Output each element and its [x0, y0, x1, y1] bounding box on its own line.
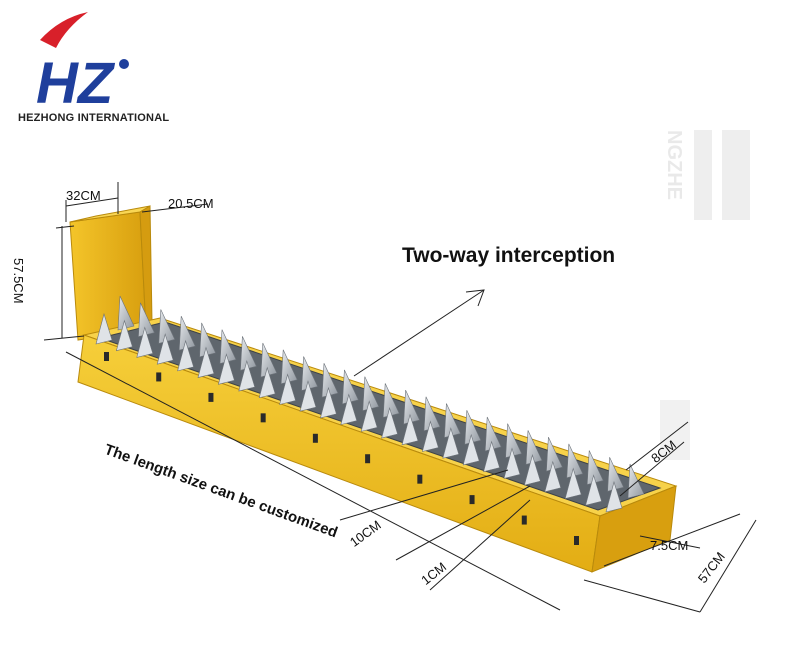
- spike: [360, 400, 378, 432]
- company-name: HEZHONG INTERNATIONAL: [18, 112, 170, 124]
- housing-slot: [521, 515, 527, 525]
- spike: [442, 427, 460, 459]
- spike: [299, 380, 317, 412]
- spike: [627, 463, 645, 499]
- housing-slot: [574, 536, 579, 545]
- spike: [462, 433, 480, 466]
- spike: [217, 353, 235, 385]
- spike: [177, 339, 194, 372]
- dim-box-depth: 20.5CM: [168, 196, 214, 211]
- housing-slot: [104, 352, 109, 361]
- spike: [401, 413, 419, 446]
- spike: [258, 366, 276, 399]
- spike: [605, 480, 623, 513]
- housing-slot: [312, 433, 318, 443]
- housing-slot: [469, 495, 475, 505]
- spike: [523, 454, 541, 486]
- svg-text:NGZHE: NGZHE: [663, 130, 685, 200]
- housing-slot: [417, 474, 423, 484]
- spike: [340, 393, 358, 426]
- spike: [238, 359, 256, 392]
- dim-box-height: 57.5CM: [11, 258, 26, 304]
- spike: [115, 319, 133, 352]
- housing-slot: [208, 392, 214, 402]
- spike: [585, 474, 602, 506]
- spike: [421, 420, 439, 452]
- spike: [95, 312, 113, 345]
- spike: [319, 386, 337, 419]
- housing-slot: [260, 413, 266, 423]
- spike: [136, 326, 154, 358]
- dim-base-height: 7.5CM: [650, 538, 689, 553]
- spike-row: [95, 295, 645, 513]
- spike: [197, 346, 215, 379]
- spike: [156, 333, 174, 365]
- spike: [564, 467, 582, 499]
- dimension-lines: [43, 182, 757, 613]
- spike: [483, 440, 500, 473]
- hz-logo-mark: HZ: [36, 12, 129, 116]
- dim-box-width: 32CM: [66, 188, 101, 203]
- housing-slots: [104, 352, 579, 545]
- spike: [381, 406, 398, 439]
- housing-slot: [156, 372, 162, 382]
- svg-text:HZ: HZ: [36, 51, 116, 116]
- spike: [279, 373, 296, 405]
- watermark-icon: NGZHE: [660, 130, 750, 460]
- spike: [544, 460, 562, 493]
- spike: [503, 447, 521, 479]
- headline: Two-way interception: [402, 244, 616, 267]
- housing-slot: [365, 454, 371, 464]
